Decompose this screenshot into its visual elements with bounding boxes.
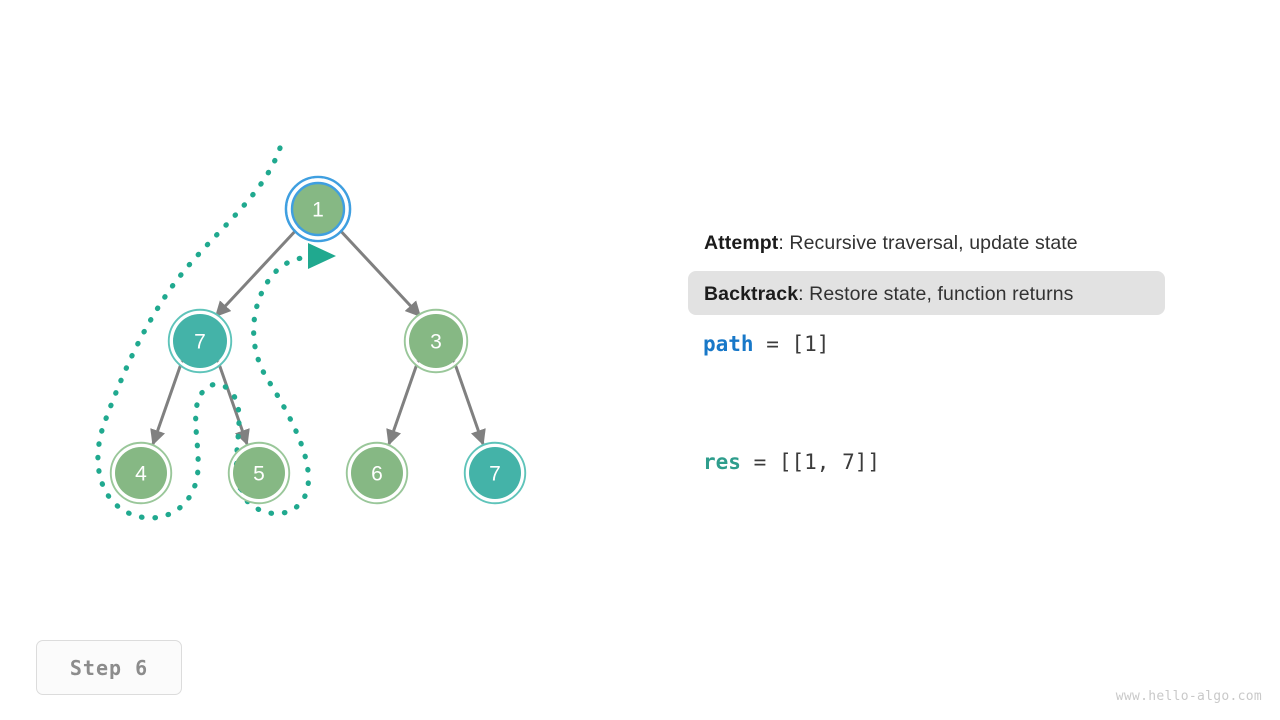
node-7-right-gap	[465, 443, 525, 503]
node-1-circle	[290, 181, 346, 237]
node-7-right-circle	[469, 447, 521, 499]
backtrack-path	[95, 145, 313, 521]
node-1-gap-ring	[287, 178, 349, 240]
code-line-res: res = [[1, 7]]	[703, 450, 880, 474]
code-line-path: path = [1]	[703, 332, 829, 356]
backtrack-highlight-box	[688, 271, 1165, 315]
node-6-circle	[351, 447, 403, 499]
node-7-right-label: 7	[489, 463, 501, 486]
tree-node-3[interactable]: 3	[403, 308, 469, 374]
legend-attempt-description: : Recursive traversal, update state	[778, 232, 1078, 254]
code-variable-path: path	[703, 332, 754, 356]
tree-svg: 1 7 3	[95, 145, 527, 521]
node-5-label: 5	[253, 463, 265, 486]
tree-node-7-right[interactable]: 7	[463, 441, 527, 505]
tree-node-4[interactable]: 4	[109, 441, 173, 505]
node-5-circle	[233, 447, 285, 499]
edge-7left-to-4	[150, 360, 184, 446]
node-3-label: 3	[430, 331, 442, 354]
step-badge: Step 6	[36, 640, 182, 695]
legend-attempt: Attempt: Recursive traversal, update sta…	[704, 232, 1078, 255]
edge-7left-to-5	[216, 360, 250, 446]
node-7-left-circle	[173, 314, 227, 368]
site-watermark: www.hello-algo.com	[1115, 689, 1262, 704]
node-7-left-gap	[169, 310, 231, 372]
node-7-left-ring	[167, 308, 233, 374]
edge-1-to-7left	[214, 225, 301, 318]
step-badge-label: Step 6	[69, 655, 149, 680]
node-3-ring	[403, 308, 469, 374]
tree-node-1[interactable]: 1	[284, 175, 352, 243]
tree-nodes: 1 7 3	[109, 175, 527, 505]
node-4-label: 4	[135, 463, 147, 486]
info-panel: Attempt: Recursive traversal, update sta…	[688, 0, 1250, 720]
tree-edges	[150, 225, 486, 446]
code-value-path: = [1]	[753, 332, 830, 356]
tree-node-7-left[interactable]: 7	[167, 308, 233, 374]
edge-3-to-7right	[452, 360, 486, 446]
node-5-gap	[229, 443, 289, 503]
node-6-gap	[347, 443, 407, 503]
binary-tree-diagram: 1 7 3	[95, 145, 527, 521]
code-variable-res: res	[703, 450, 741, 474]
tree-node-6[interactable]: 6	[345, 441, 409, 505]
node-4-gap	[111, 443, 171, 503]
tree-node-5[interactable]: 5	[227, 441, 291, 505]
node-1-label: 1	[312, 199, 324, 222]
node-5-ring	[227, 441, 291, 505]
node-7-right-ring	[463, 441, 527, 505]
edge-1-to-3	[335, 225, 422, 318]
node-4-ring	[109, 441, 173, 505]
code-value-res: = [[1, 7]]	[740, 450, 881, 474]
backtrack-path-stroke	[95, 145, 313, 521]
node-3-circle	[409, 314, 463, 368]
node-4-circle	[115, 447, 167, 499]
backtrack-arrowhead	[308, 243, 336, 269]
edge-3-to-6	[386, 360, 420, 446]
node-1-outer-ring	[284, 175, 352, 243]
node-3-gap	[405, 310, 467, 372]
legend-backtrack-keyword: Backtrack	[704, 283, 799, 305]
legend-attempt-keyword: Attempt	[704, 232, 779, 254]
node-6-ring	[345, 441, 409, 505]
legend-backtrack: Backtrack: Restore state, function retur…	[704, 283, 1074, 306]
node-7-left-label: 7	[194, 331, 206, 354]
legend-backtrack-description: : Restore state, function returns	[798, 283, 1074, 305]
node-6-label: 6	[371, 463, 383, 486]
